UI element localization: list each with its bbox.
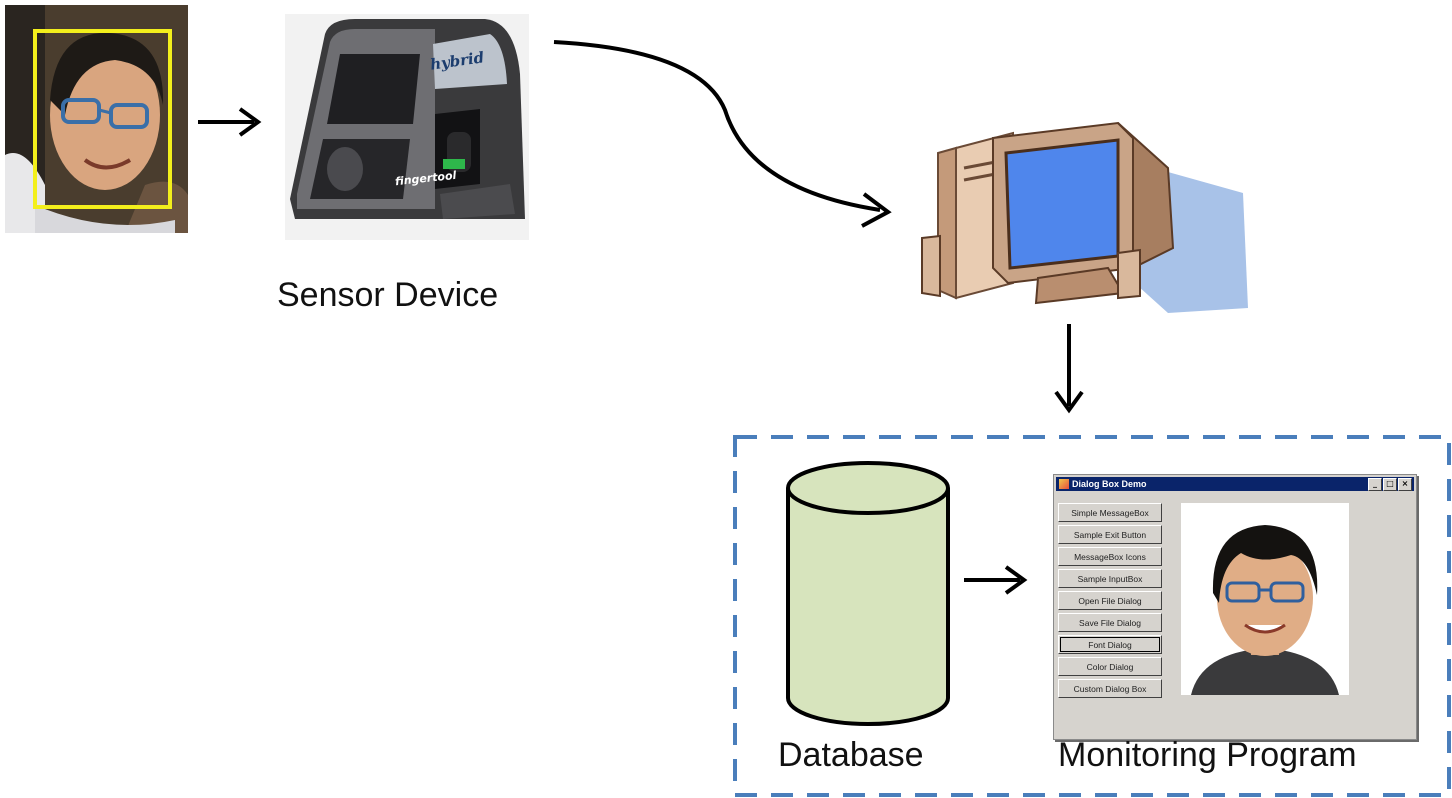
database-caption: Database [778,736,924,774]
computer [918,118,1253,318]
dialog-button-list: Simple MessageBox Sample Exit Button Mes… [1058,503,1162,698]
sensor-device-caption: Sensor Device [277,276,499,314]
color-dialog-button[interactable]: Color Dialog [1058,657,1162,676]
arrow-computer-to-group [1054,324,1084,414]
sample-inputbox-button[interactable]: Sample InputBox [1058,569,1162,588]
captured-face-photo [5,5,188,233]
simple-messagebox-button[interactable]: Simple MessageBox [1058,503,1162,522]
window-titlebar: Dialog Box Demo _ □ × [1056,477,1414,491]
arrow-database-to-program [964,565,1028,595]
face-detection-box [33,29,172,209]
monitoring-program-window: Dialog Box Demo _ □ × Simple MessageBox … [1053,474,1417,740]
maximize-button[interactable]: □ [1383,478,1397,491]
sensor-device-image [285,14,529,240]
close-button[interactable]: × [1398,478,1412,491]
sensor-device: hybrid fingertool [285,14,529,240]
custom-dialog-box-button[interactable]: Custom Dialog Box [1058,679,1162,698]
font-dialog-button[interactable]: Font Dialog [1058,635,1162,654]
monitoring-group-border [733,435,1451,797]
minimize-button[interactable]: _ [1368,478,1382,491]
save-file-dialog-button[interactable]: Save File Dialog [1058,613,1162,632]
open-file-dialog-button[interactable]: Open File Dialog [1058,591,1162,610]
arrow-photo-to-sensor [198,107,262,137]
database-icon [786,461,950,726]
identified-person-photo [1181,503,1349,695]
arrow-sensor-to-computer [553,40,892,228]
sample-exit-button[interactable]: Sample Exit Button [1058,525,1162,544]
computer-icon [921,121,1248,313]
person-photo-image [1181,503,1349,695]
window-title: Dialog Box Demo [1072,479,1147,489]
messagebox-icons-button[interactable]: MessageBox Icons [1058,547,1162,566]
app-icon [1059,479,1069,489]
monitoring-program-caption: Monitoring Program [1058,736,1357,774]
